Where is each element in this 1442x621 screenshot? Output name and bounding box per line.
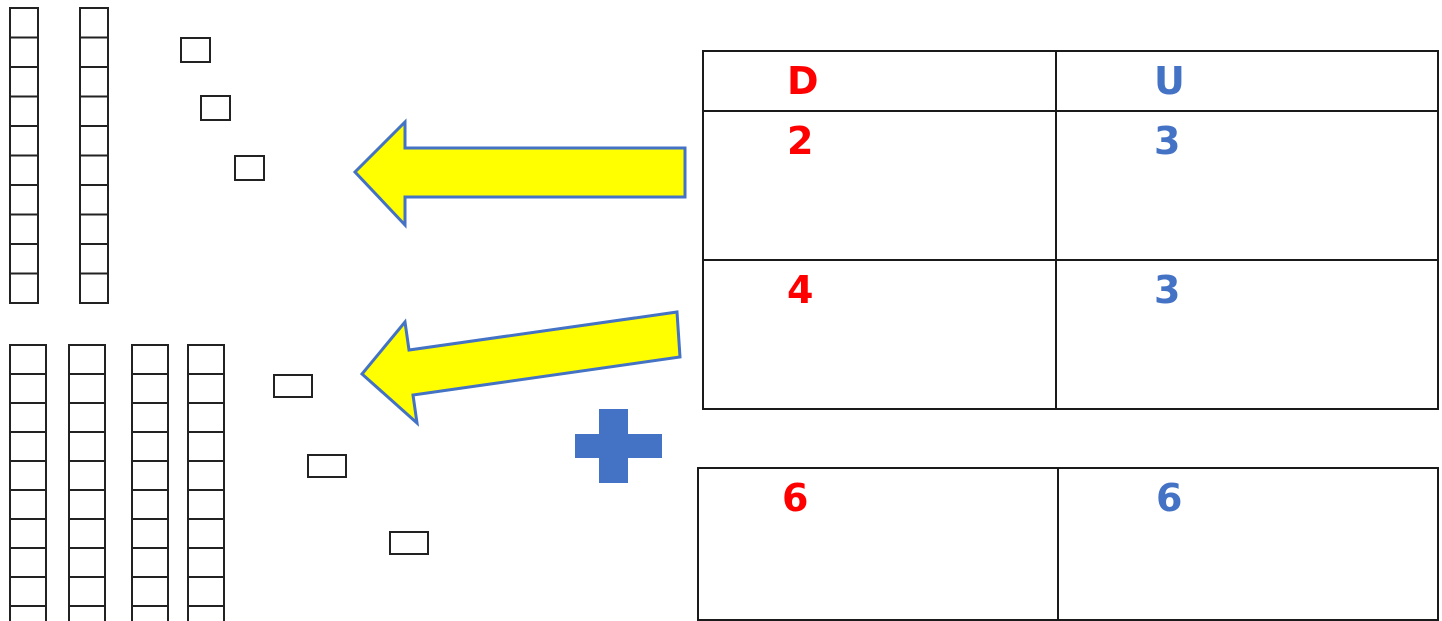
ten-rod-cube [68,373,106,404]
ten-rod-cube [187,576,225,607]
ten-rod-cube [68,344,106,375]
tens-value: 4 [787,268,814,312]
units-value: 3 [1154,119,1181,163]
ten-rod-cube [68,547,106,578]
ten-rod-cube [9,576,47,607]
ten-rod-cube [9,518,47,549]
result-table: 6 6 [697,467,1439,621]
ten-rod-cube [187,460,225,491]
ten-rod-cube [79,125,109,157]
ten-rod-cube [9,489,47,520]
ten-rod-cube [131,344,169,375]
ten-rod-cube [9,184,39,216]
result-units-value: 6 [1156,476,1183,520]
ten-rod-cube [187,344,225,375]
ten-rod-cube [9,272,39,304]
ten-rod-cube [9,402,47,433]
ten-rod-cube [9,243,39,275]
unit-cube [307,454,347,478]
ten-rod-cube [187,547,225,578]
ten-rod-cube [9,95,39,127]
ten-rod-cube [9,344,47,375]
plus-icon [575,409,662,483]
ten-rod-cube [79,7,109,39]
ten-rod-cube [68,460,106,491]
ten-rod-cube [187,431,225,462]
unit-cube [273,374,313,398]
ten-rod-cube [131,518,169,549]
result-tens-cell: 6 [697,467,1059,621]
unit-cube [200,95,231,121]
unit-cube [180,37,211,63]
unit-cube [234,155,265,181]
blocks-group-4-tens-3-units [9,344,429,621]
blocks-group-2-tens-3-units [9,7,265,304]
ten-rod-cube [187,518,225,549]
ten-rod-cube [68,431,106,462]
ten-rod-cube [68,518,106,549]
ten-rod-cube [9,460,47,491]
ten-rod-cube [131,431,169,462]
result-tens-value: 6 [782,476,809,520]
ten-rod-cube [9,213,39,245]
result-units-cell: 6 [1057,467,1439,621]
tens-value: 2 [787,119,814,163]
place-value-table: D U 2 3 4 3 [702,50,1439,410]
ten-rod-cube [79,154,109,186]
arrow-left-icon [352,118,687,229]
units-cell: 3 [1055,259,1439,410]
ten-rod-cube [131,373,169,404]
ten-rod-cube [131,402,169,433]
ten-rod-cube [187,605,225,621]
result-row: 6 6 [697,467,1439,621]
header-tens-cell: D [702,50,1057,112]
ten-rod-cube [187,402,225,433]
arrow-left-icon [359,310,682,427]
units-cell: 3 [1055,110,1439,261]
ten-rod-cube [187,373,225,404]
ten-rod-cube [131,547,169,578]
table-row: 2 3 [702,110,1439,261]
ten-rod-cube [79,36,109,68]
ten-rod-cube [68,605,106,621]
ten-rod-cube [79,243,109,275]
ten-rod-cube [187,489,225,520]
header-tens-label: D [787,59,819,103]
units-value: 3 [1154,268,1181,312]
ten-rod-cube [9,547,47,578]
ten-rod-cube [79,213,109,245]
table-row: 4 3 [702,259,1439,410]
ten-rod-cube [9,7,39,39]
ten-rod-cube [9,605,47,621]
ten-rod-cube [79,272,109,304]
ten-rod-cube [9,154,39,186]
header-units-label: U [1154,59,1185,103]
ten-rod-cube [131,605,169,621]
ten-rod-cube [79,184,109,216]
ten-rod-cube [68,576,106,607]
tens-cell: 2 [702,110,1057,261]
unit-cube [389,531,429,555]
ten-rod-cube [131,460,169,491]
ten-rod-cube [131,489,169,520]
ten-rod-cube [131,576,169,607]
ten-rod-cube [79,95,109,127]
ten-rod-cube [9,431,47,462]
ten-rod-cube [79,66,109,98]
header-units-cell: U [1055,50,1439,112]
ten-rod-cube [68,489,106,520]
ten-rod-cube [9,36,39,68]
ten-rod-cube [9,373,47,404]
tens-cell: 4 [702,259,1057,410]
table-header-row: D U [702,50,1439,112]
ten-rod-cube [68,402,106,433]
ten-rod-cube [9,66,39,98]
ten-rod-cube [9,125,39,157]
